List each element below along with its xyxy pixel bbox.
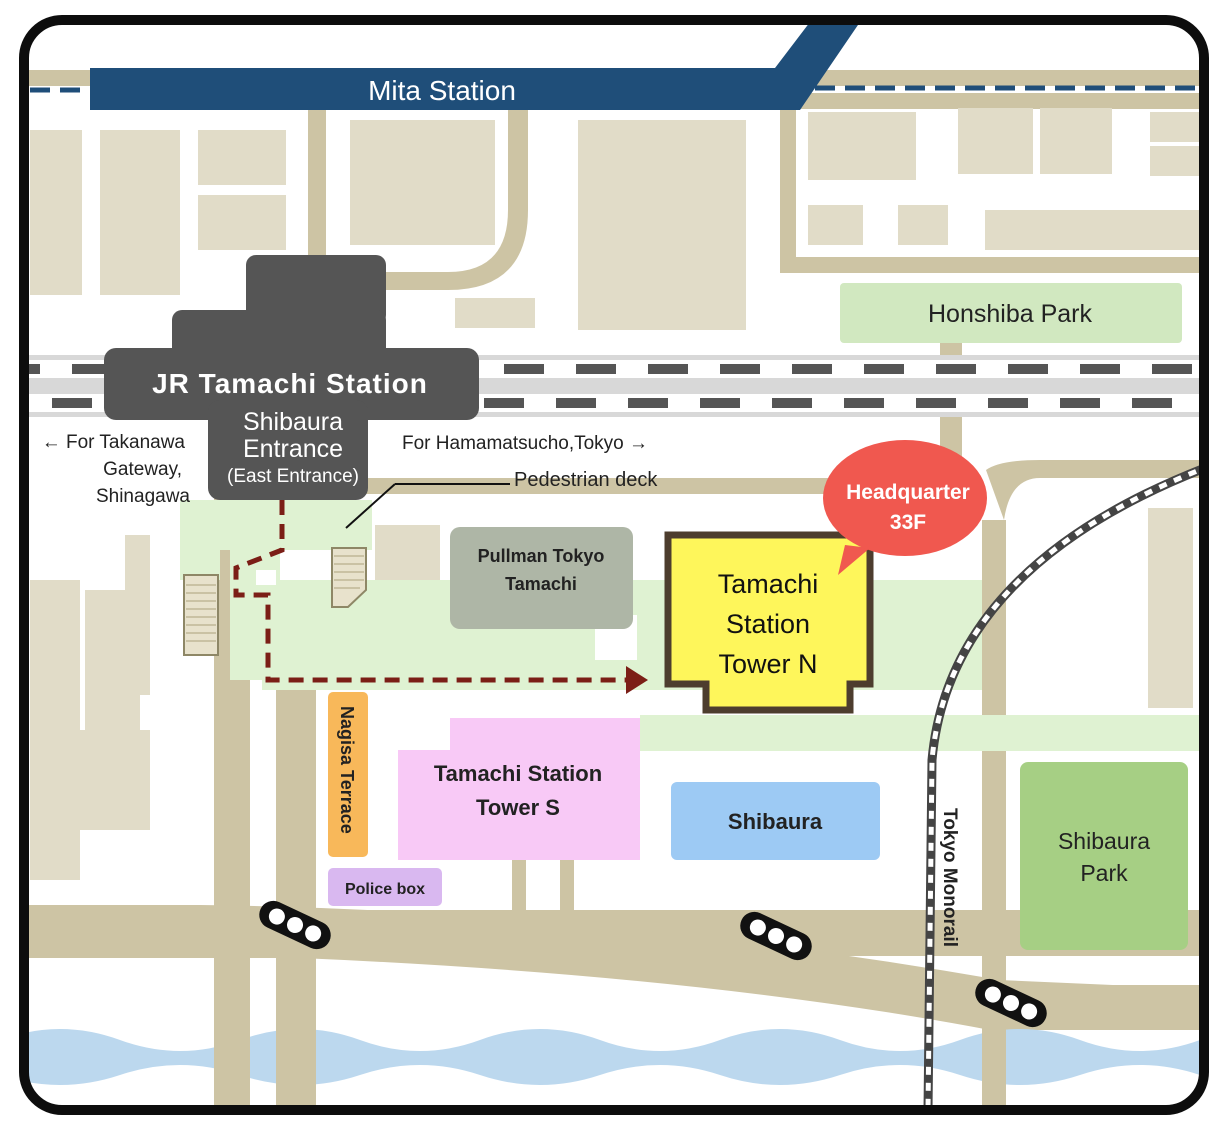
entrance-label-line1: Shibaura (243, 408, 343, 436)
shibaura-park-label-line1: Shibaura (1058, 828, 1150, 854)
police-box (328, 868, 442, 906)
shibaura-label: Shibaura (728, 809, 823, 834)
monorail-track-icon (923, 455, 1204, 1110)
tamachi-station-tower-n[interactable] (664, 531, 874, 714)
jr-tamachi-station-label[interactable]: JR Tamachi Station (152, 368, 428, 399)
map-frame (19, 15, 1209, 1115)
tower-n-label-line3: Tower N (718, 649, 817, 679)
direction-east: For Hamamatsucho,Tokyo → (402, 433, 648, 454)
nagisa-terrace (328, 692, 368, 857)
traffic-light-icon (975, 978, 1047, 1028)
jr-tamachi-station[interactable] (104, 255, 479, 500)
shibaura-park (1020, 762, 1188, 950)
entrance-label-line3: (East Entrance) (227, 466, 359, 487)
headquarter-label-line1: Headquarter (846, 481, 970, 504)
tamachi-station-tower-s (398, 718, 640, 860)
route-arrow-icon (233, 500, 648, 694)
tokyo-monorail-label: Tokyo Monorail (939, 808, 960, 947)
pullman-label-line2: Tamachi (505, 574, 577, 594)
direction-west-line2: Gateway, (103, 459, 182, 480)
pedestrian-deck-label: Pedestrian deck (514, 469, 658, 491)
pedestrian-deck-pointer (345, 483, 396, 529)
honshiba-park-label: Honshiba Park (928, 300, 1092, 328)
entrance-label-line2: Entrance (243, 435, 343, 463)
pullman-hotel (450, 527, 633, 629)
stairs (183, 547, 367, 656)
direction-west-line1: ← For Takanawa (42, 432, 186, 453)
honshiba-park (840, 283, 1182, 343)
bridge-roads (214, 1000, 1006, 1110)
mita-line (30, 22, 1200, 110)
tower-s-label-line2: Tower S (476, 795, 560, 820)
direction-west-line3: Shinagawa (96, 486, 190, 507)
tower-n-label-line2: Station (726, 609, 810, 639)
tower-n-label-line1: Tamachi (718, 569, 819, 599)
mita-station-label: Mita Station (368, 75, 516, 106)
shibaura-building (671, 782, 880, 860)
headquarter-bubble (823, 440, 987, 575)
nagisa-terrace-label: Nagisa Terrace (337, 706, 357, 834)
pullman-label-line1: Pullman Tokyo (478, 546, 605, 566)
shibaura-park-label-line2: Park (1080, 860, 1128, 886)
traffic-light-icon (259, 900, 331, 950)
police-box-label: Police box (345, 881, 425, 898)
tower-s-label-line1: Tamachi Station (434, 761, 602, 786)
headquarter-label-line2: 33F (890, 511, 926, 534)
traffic-light-icon (740, 911, 812, 961)
